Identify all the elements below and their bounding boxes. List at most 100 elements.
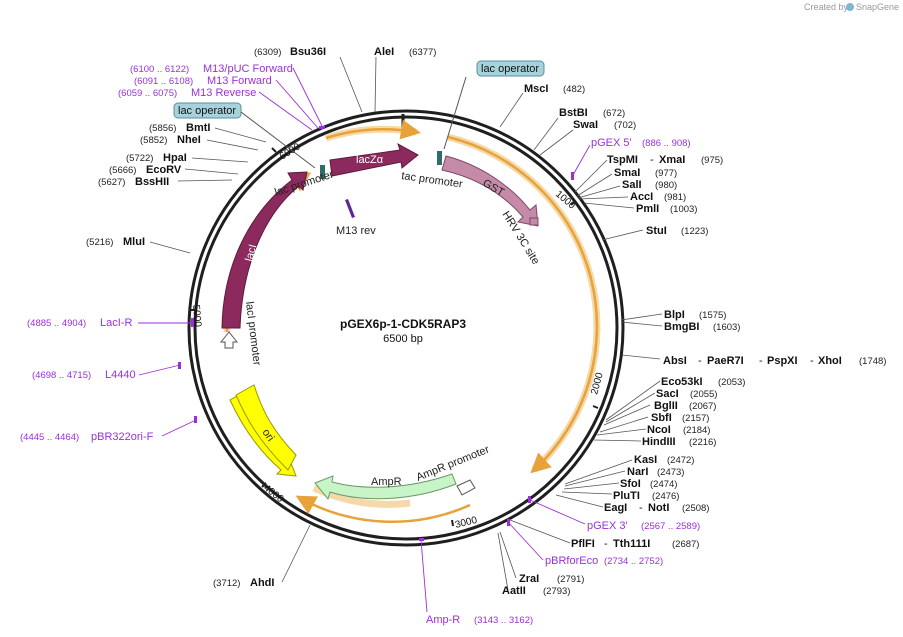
enzyme-pos-tth111i: (2687) [672, 539, 699, 550]
enzyme-pos-bsshii: (5627) [98, 177, 125, 188]
orf-arc-ampr [295, 495, 471, 523]
enzyme-name-pmli: PmlI [636, 203, 659, 215]
lacza-arrow [329, 142, 419, 177]
m13rev-marker [345, 199, 355, 218]
enzyme-name-xmai: XmaI [659, 154, 685, 166]
enzyme-pos-ahdi: (3712) [213, 578, 240, 589]
enzyme-pos-pluti: (2476) [652, 491, 679, 502]
enzyme-leaders [149, 56, 663, 591]
gst-arrow [441, 155, 539, 227]
enzyme-name-tth111i: Tth111I [613, 538, 650, 550]
orf-arc-gst [447, 135, 599, 474]
hrv-site-marker [529, 217, 539, 226]
primer-pos-m13-forward: (6091 .. 6108) [134, 76, 193, 87]
enzyme-name-acci: AccI [630, 191, 653, 203]
primer-pos-laci-r: (4885 .. 4904) [27, 318, 86, 329]
enzyme-name-smai: SmaI [614, 167, 640, 179]
enzyme-pos-bsu36i: (6309) [254, 47, 281, 58]
enzyme-pos-sbfi: (2157) [682, 413, 709, 424]
enzyme-pos-sfoi: (2474) [650, 479, 677, 490]
enzyme-name-mlui: MluI [123, 236, 145, 248]
primer-name-m13-puc-forward: M13/pUC Forward [203, 63, 293, 75]
enzyme-pos-bglii: (2067) [689, 401, 716, 412]
tick-4000: 4000 [261, 483, 286, 506]
enzyme-pos-tspmi: (975) [701, 155, 723, 166]
enzyme-name-swai: SwaI [573, 119, 598, 131]
enzyme-name-stui: StuI [646, 225, 667, 237]
lac-operator-label-1: lac operator [481, 63, 539, 75]
enzyme-name-paer7i: PaeR7I [707, 355, 744, 367]
ampr-label: AmpR [371, 476, 402, 488]
ampr-promoter-arrow [456, 479, 476, 496]
enzyme-pos-alei: (6377) [409, 47, 436, 58]
enzyme-pos-mlui: (5216) [86, 237, 113, 248]
enzyme-pos-bmti: (5856) [149, 123, 176, 134]
ampr-arrow [314, 473, 457, 501]
enzyme-name-pluti: PluTI [613, 490, 640, 502]
primer-name-pbrforeco: pBRforEco [545, 555, 598, 567]
enzyme-name-alei: AleI [374, 46, 394, 58]
enzyme-name-bmti: BmtI [186, 122, 210, 134]
primer-name-m13-reverse: M13 Reverse [191, 87, 256, 99]
laci-promoter-label: lacI promoter [243, 301, 263, 367]
primer-pos-pbr322ori: (4445 .. 4464) [20, 432, 79, 443]
enzyme-pos-hindiii: (2216) [689, 437, 716, 448]
enzyme-name-noti: NotI [648, 502, 669, 514]
enzyme-name-kasi: KasI [634, 454, 657, 466]
primer-pos-m13-puc-forward: (6100 .. 6122) [130, 64, 189, 75]
enzyme-name-xhoi: XhoI [818, 355, 842, 367]
enzyme-pos-nhei: (5852) [140, 135, 167, 146]
enzyme-name-saci: SacI [656, 388, 679, 400]
enzyme-pos-ecorv: (5666) [109, 165, 136, 176]
enzyme-name-ecorv: EcoRV [146, 164, 182, 176]
enzyme-name-eco53ki: Eco53kI [661, 376, 703, 388]
tick-marks [191, 147, 599, 527]
lacza-label: lacZα [356, 154, 384, 166]
primer-pos-m13-reverse: (6059 .. 6075) [118, 88, 177, 99]
primer-name-pbr322ori: pBR322ori-F [91, 431, 154, 443]
primer-name-l4440: L4440 [105, 369, 136, 381]
separator-pspxi-xhoi: - [810, 355, 814, 367]
tac-promoter-marker [437, 151, 442, 165]
enzyme-name-pspxi: PspXI [767, 355, 798, 367]
snapgene-logo-icon [846, 3, 854, 11]
enzyme-pos-blpi: (1575) [699, 310, 726, 321]
credit-prefix: Created by [804, 2, 849, 12]
orf-arc-gst-bg [447, 133, 601, 473]
backbone-outer [187, 109, 625, 547]
lac-promoter-marker [320, 165, 325, 179]
enzyme-name-aatii: AatII [502, 585, 526, 597]
enzyme-name-sali: SalI [622, 179, 642, 191]
enzyme-pos-pmli: (1003) [670, 204, 697, 215]
enzyme-pos-stui: (1223) [681, 226, 708, 237]
enzyme-name-ncoi: NcoI [647, 424, 671, 436]
separator-eagi-noti: - [639, 502, 643, 514]
enzyme-name-bglii: BglII [654, 400, 678, 412]
laci-label: lacI [243, 243, 259, 263]
plasmid-name: pGEX6p-1-CDK5RAP3 [340, 317, 466, 331]
separator-paer7i-pspxi: - [759, 355, 763, 367]
primer-name-laci-r: LacI-R [100, 317, 132, 329]
primer-leaders [138, 67, 591, 613]
enzyme-name-eagi: EagI [604, 502, 627, 514]
laci-arrow [221, 171, 308, 329]
enzyme-name-msci: MscI [524, 83, 548, 95]
enzyme-name-absi: AbsI [663, 355, 687, 367]
enzyme-name-bmgbi: BmgBI [664, 321, 699, 333]
enzyme-pos-swai: (702) [614, 120, 636, 131]
enzyme-name-sbfi: SbfI [651, 412, 672, 424]
separator-pflfi-tth111i: - [604, 538, 608, 550]
enzyme-name-tspmi: TspMI [607, 154, 638, 166]
ori-label: ori [260, 427, 277, 444]
primer-pos-pgex3: (2567 .. 2589) [641, 521, 700, 532]
enzyme-pos-xhoi: (1748) [859, 356, 886, 367]
enzyme-name-nhei: NheI [177, 134, 201, 146]
enzyme-pos-aatii: (2793) [543, 586, 570, 597]
separator-tspmi-xmai: - [650, 154, 654, 166]
primer-pos-pbrforeco: (2734 .. 2752) [604, 556, 663, 567]
enzyme-name-bstbi: BstBI [559, 107, 588, 119]
m13rev-label: M13 rev [336, 225, 376, 237]
backbone-inner [193, 115, 619, 541]
enzyme-name-nari: NarI [627, 466, 648, 478]
